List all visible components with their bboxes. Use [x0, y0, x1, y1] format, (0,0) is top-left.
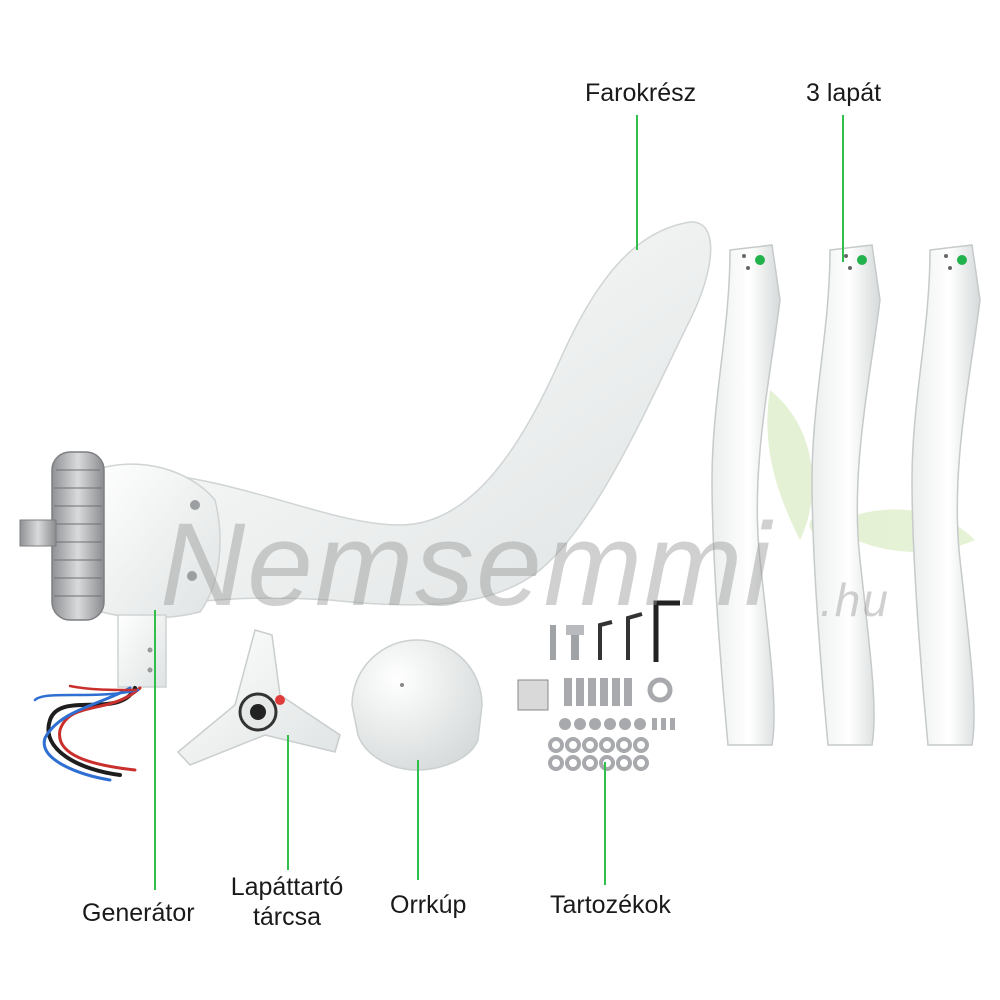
label-hub-line2: tárcsa — [252, 903, 322, 931]
leader-lines — [154, 115, 844, 890]
label-tail: Farokrész — [585, 79, 697, 107]
label-hub: Lapáttartó tárcsa — [222, 872, 352, 932]
tail-vane — [129, 221, 712, 611]
label-blades: 3 lapát — [806, 79, 882, 107]
watermark-main: Nemsemmi — [160, 499, 773, 631]
blade-2 — [811, 244, 881, 746]
nose-cone — [351, 639, 483, 771]
blade-1 — [711, 244, 781, 746]
generator-cables — [33, 684, 142, 782]
blade-hub-plate — [176, 629, 341, 766]
generator-housing — [19, 451, 221, 688]
accessories-set — [517, 600, 680, 771]
blade-3 — [911, 244, 981, 746]
label-generator: Generátor — [82, 899, 195, 927]
label-nose: Orrkúp — [390, 891, 467, 919]
label-accessories: Tartozékok — [550, 891, 671, 919]
watermark-domain: .hu — [820, 574, 890, 626]
label-hub-line1: Lapáttartó — [230, 873, 344, 901]
